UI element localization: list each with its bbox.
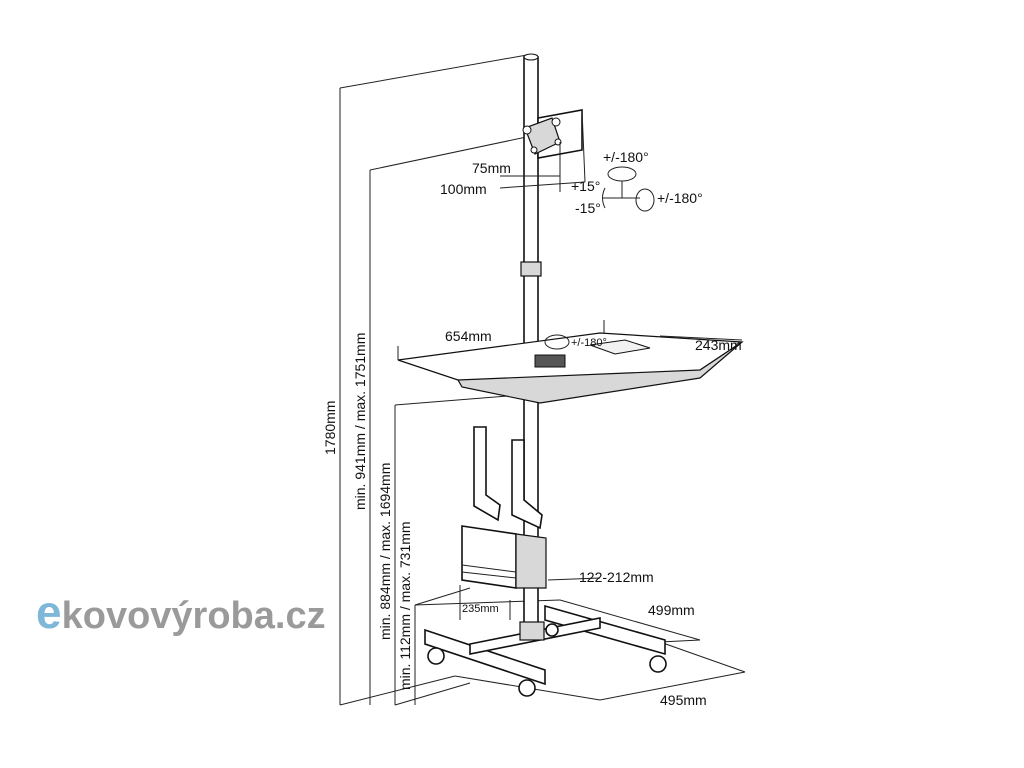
floor-dimension-lines — [414, 599, 746, 701]
rotation-symbol — [602, 166, 655, 212]
keyboard-tray — [397, 320, 744, 404]
cpu-holder — [459, 426, 601, 620]
vesa-mount — [499, 109, 586, 192]
stand-base — [424, 604, 667, 697]
base-depth-label: 499mm — [648, 602, 695, 618]
monitor-height-label: min. 941mm / max. 1751mm — [352, 333, 368, 510]
tray-depth-label: 243mm — [695, 337, 742, 353]
total-height-label: 1780mm — [322, 401, 338, 455]
cpu-holder-height-label: min. 112mm / max. 731mm — [397, 521, 413, 690]
tray-width-label: 654mm — [445, 328, 492, 344]
logo-rest-text: kovovýroba.cz — [62, 595, 326, 637]
dimension-guide-lines — [339, 54, 556, 706]
cpu-holder-depth-label: 235mm — [462, 603, 499, 615]
base-width-label: 495mm — [660, 692, 707, 708]
vesa-75-label: 75mm — [472, 160, 511, 176]
cpu-holder-width-label: 122-212mm — [579, 569, 654, 585]
tray-height-label: min. 884mm / max. 1694mm — [377, 463, 393, 640]
vesa-100-label: 100mm — [440, 181, 487, 197]
rotate-top-label: +/-180° — [603, 149, 649, 165]
tilt-up-label: +15° — [571, 178, 600, 194]
rotate-side-label: +/-180° — [657, 190, 703, 206]
svg-text:ekovovýroba.cz: ekovovýroba.cz — [36, 586, 326, 638]
tilt-down-label: -15° — [575, 200, 601, 216]
ekovovyroba-logo: ekovovýroba.cz — [36, 586, 326, 638]
tray-rotate-label: +/-180° — [571, 337, 607, 349]
logo-first-letter: e — [36, 586, 62, 638]
